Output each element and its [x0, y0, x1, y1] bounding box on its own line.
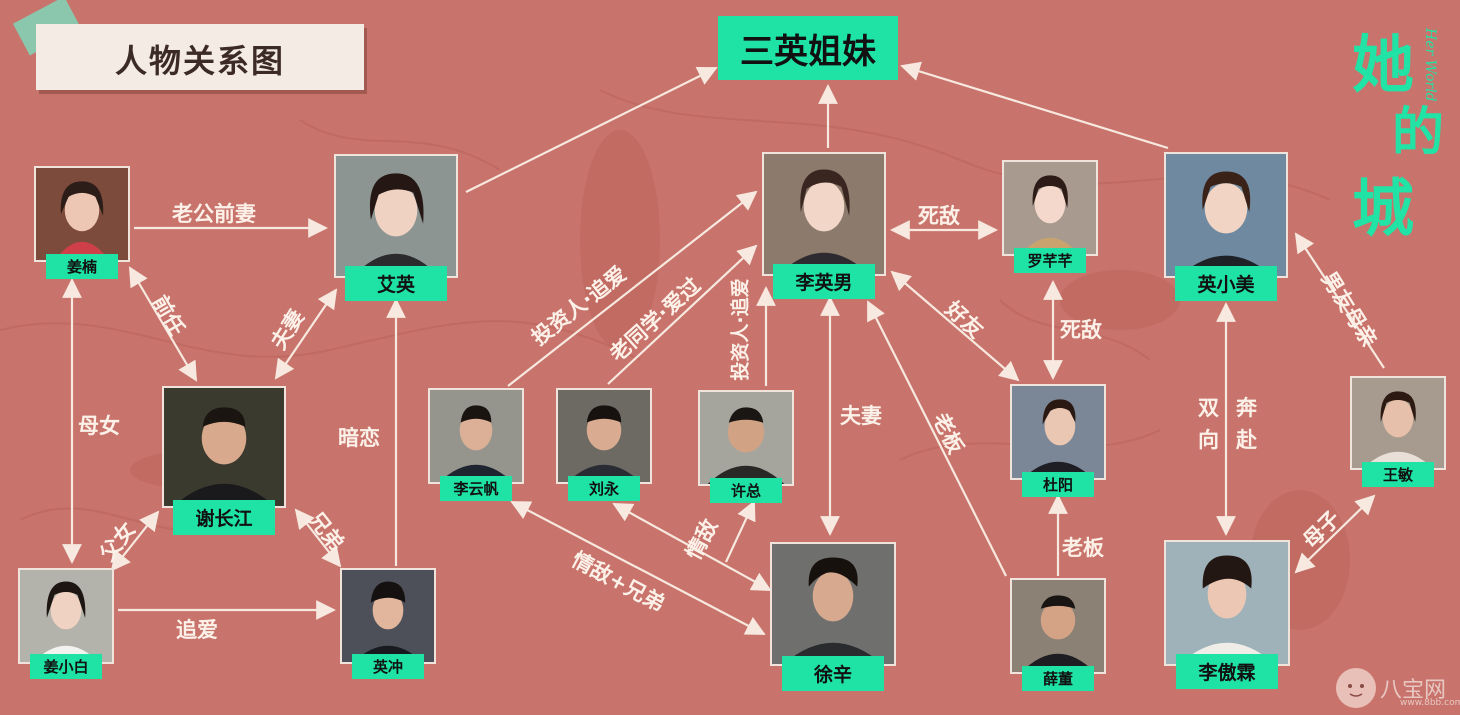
show-logo: 她 的 城 Her World [1352, 27, 1444, 245]
portrait-jiangnan [34, 166, 130, 262]
portrait-yingxiaomei [1164, 152, 1288, 278]
edge-xuxin-liyunfan [510, 501, 766, 635]
edge-jiangnan-xie [128, 266, 198, 382]
edge-liyunfan-liyingnan [507, 190, 758, 387]
edge-xie-yingchong [294, 508, 342, 568]
portrait-xiechangjiang [162, 386, 286, 508]
name-label: 李英男 [773, 264, 875, 299]
name-label: 李云帆 [440, 476, 512, 501]
edge-aiying-group [465, 67, 718, 193]
name-label: 姜小白 [30, 654, 102, 679]
watermark-url: www.8bb.com [1400, 698, 1460, 708]
edge-liyingnan-duyang [890, 270, 1020, 382]
name-label: 徐辛 [782, 656, 884, 691]
name-label: 李傲霖 [1176, 654, 1278, 689]
relation-label: 死敌 [918, 204, 960, 228]
name-label: 英小美 [1175, 266, 1277, 301]
relation-label: 老公前妻 [172, 202, 256, 226]
name-label: 薛董 [1022, 666, 1094, 691]
name-label: 罗芊芊 [1014, 248, 1086, 273]
logo-char-2: 的 [1392, 102, 1444, 163]
edge-xuxin-xuzong [725, 500, 756, 563]
portrait-yingchong [340, 568, 436, 664]
name-label: 英冲 [352, 654, 424, 679]
portrait-aiying [334, 154, 458, 278]
relation-label: 双 [1198, 396, 1219, 420]
name-label: 刘永 [568, 476, 640, 501]
portrait-jiangxiaobai [18, 568, 114, 664]
name-label: 杜阳 [1022, 472, 1094, 497]
relation-label: 奔 [1236, 396, 1257, 420]
edge-wangmin-yingxiaomei [1294, 232, 1385, 369]
portrait-liyunfan [428, 388, 524, 484]
name-label: 王敏 [1362, 462, 1434, 487]
edge-xuedong-liyingnan [867, 300, 1007, 577]
name-label: 姜楠 [46, 254, 118, 279]
portrait-liuyong [556, 388, 652, 484]
portrait-liaolin [1164, 540, 1290, 666]
watermark-mascot [1336, 668, 1376, 708]
relation-label: 赴 [1236, 428, 1257, 452]
edge-liuyong-liyingnan [607, 244, 758, 385]
watermark-text: 八宝网 [1380, 678, 1447, 703]
portrait-duyang [1010, 384, 1106, 480]
relation-label: 暗恋 [338, 426, 380, 450]
logo-script: Her World [1422, 27, 1438, 102]
page-title: 人物关系图 [114, 42, 285, 80]
relation-label: 夫妻 [840, 404, 882, 428]
edge-jiangxiaobai-xie [110, 510, 160, 572]
relation-label: 老板 [1062, 536, 1104, 560]
relation-label: 母女 [78, 414, 120, 438]
logo-char-1: 她 [1352, 28, 1414, 101]
portrait-wangmin [1350, 376, 1446, 470]
edge-aiying-xie [274, 288, 338, 380]
portrait-xuedong [1010, 578, 1106, 674]
group-box: 三英姐妹 [718, 16, 898, 80]
portrait-xuxin [770, 542, 896, 666]
logo-char-3: 城 [1352, 172, 1414, 245]
relation-label: 投资人·追爱 [729, 278, 752, 381]
portrait-luoqianqian [1002, 160, 1098, 256]
portrait-liyingnan [762, 152, 886, 276]
name-label: 谢长江 [173, 500, 275, 535]
edge-wangmin-liaolin [1294, 494, 1376, 574]
relation-label: 追爱 [176, 618, 218, 642]
title-card: 人物关系图 [36, 24, 364, 90]
relation-label: 死敌 [1060, 318, 1102, 342]
name-label: 艾英 [345, 266, 447, 301]
name-label: 许总 [710, 478, 782, 503]
portrait-xuzong [698, 390, 794, 486]
edge-yingxiaomei-group [900, 61, 1169, 150]
relation-label: 向 [1198, 428, 1219, 452]
